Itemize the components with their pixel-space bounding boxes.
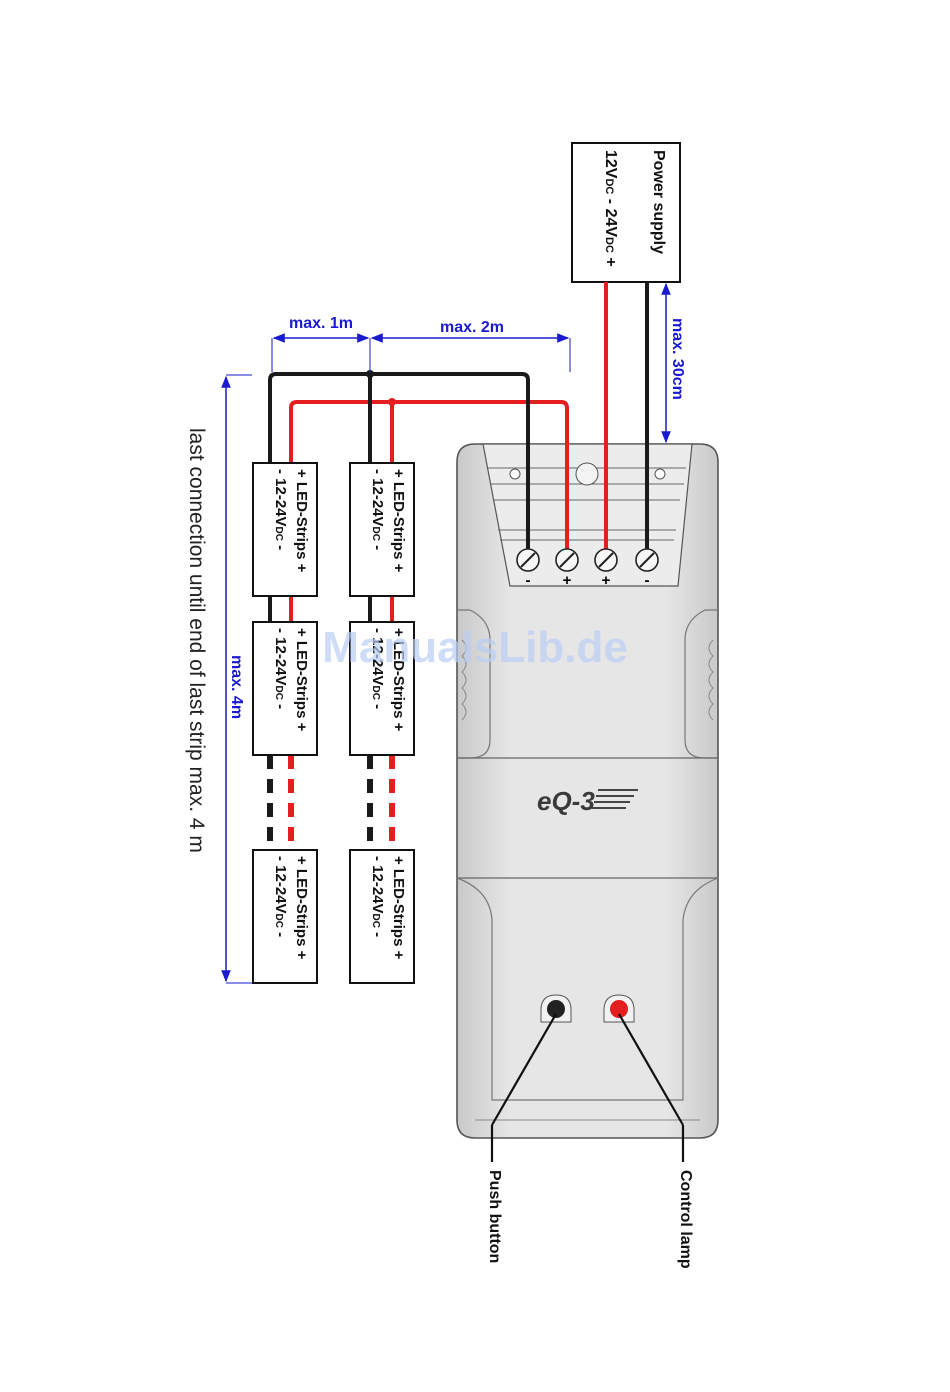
led-strip-label-top: + LED-Strips + (293, 628, 310, 732)
brand-label: eQ-3 (537, 786, 595, 816)
control-lamp-callout: Control lamp (677, 1170, 694, 1269)
led-strip-box (252, 462, 318, 597)
output-wire-black (268, 372, 530, 560)
led-strip-columns: + LED-Strips +- 12-24VDC -+ LED-Strips +… (252, 462, 415, 984)
terminal-label-2: + (563, 572, 572, 589)
led-strip-box (349, 849, 415, 984)
output-wire-red (289, 400, 569, 560)
eq3-logo: eQ-3 (537, 786, 638, 816)
led-strip-box (349, 621, 415, 756)
led-strip-box (252, 621, 318, 756)
led-strip-label-bottom: - 12-24VDC - (272, 856, 289, 937)
dimension-lines: max. 1m max. 2m max. 30cm max. 4m (221, 282, 686, 984)
length-note: last connection until end of last strip … (185, 428, 208, 853)
led-strip-label-top: + LED-Strips + (293, 469, 310, 573)
push-button-graphic (540, 994, 572, 1023)
terminal-block: - + + - (516, 548, 659, 589)
led-strip-label-bottom: - 12-24VDC - (272, 469, 289, 550)
power-supply-title: Power supply (650, 150, 667, 254)
terminal-label-1: - (526, 572, 531, 589)
led-strip-box (349, 462, 415, 597)
push-button-callout: Push button (486, 1170, 503, 1263)
terminal-label-4: - (645, 572, 650, 589)
led-strip-box (252, 849, 318, 984)
power-supply: Power supply 12VDC - 24VDC + (571, 142, 681, 283)
led-strip-label-top: + LED-Strips + (390, 856, 407, 960)
dimension-max-1m: max. 1m (289, 315, 353, 332)
led-strip-label-bottom: - 12-24VDC - (369, 856, 386, 937)
led-strip-label-bottom: - 12-24VDC - (272, 628, 289, 709)
dimension-max-30cm: max. 30cm (669, 318, 686, 400)
terminal-label-3: + (602, 572, 611, 589)
watermark: ManualsLib.de (322, 623, 628, 672)
led-strip-label-top: + LED-Strips + (293, 856, 310, 960)
controller-housing (456, 443, 719, 1139)
led-strip-label-bottom: - 12-24VDC - (369, 469, 386, 550)
dimension-max-4m: max. 4m (228, 655, 245, 719)
led-strip-label-top: + LED-Strips + (390, 469, 407, 573)
control-lamp-graphic (603, 994, 635, 1023)
power-supply-voltage: 12VDC - 24VDC + (602, 150, 619, 267)
led-strip-label-bottom: - 12-24VDC - (369, 628, 386, 709)
led-strip-label-top: + LED-Strips + (390, 628, 407, 732)
dimension-max-2m: max. 2m (440, 319, 504, 336)
